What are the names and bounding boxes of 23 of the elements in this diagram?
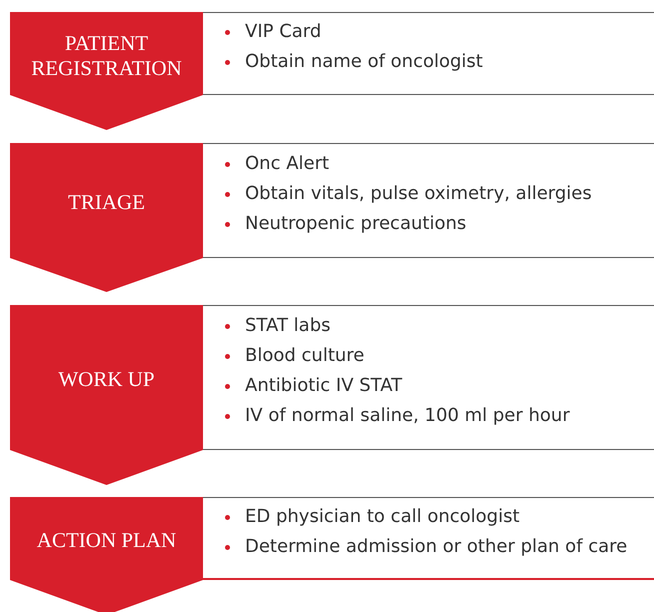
bullet-item: STAT labs bbox=[225, 310, 330, 340]
step-panel bbox=[203, 497, 654, 580]
bullet-item: VIP Card bbox=[225, 16, 322, 46]
bullet-item: Antibiotic IV STAT bbox=[225, 370, 402, 400]
chevron-shape bbox=[10, 305, 203, 485]
bullet-item: Obtain name of oncologist bbox=[225, 46, 483, 76]
bullet-item: ED physician to call oncologist bbox=[225, 502, 520, 532]
bullet-item: IV of normal saline, 100 ml per hour bbox=[225, 400, 570, 430]
bullet-item: Obtain vitals, pulse oximetry, allergies bbox=[225, 178, 592, 208]
step-panel bbox=[203, 12, 654, 95]
bullet-item: Onc Alert bbox=[225, 148, 330, 178]
chevron-shape bbox=[10, 143, 203, 292]
step-panel bbox=[203, 143, 654, 258]
chevron-shape bbox=[10, 12, 203, 130]
step-panel bbox=[203, 305, 654, 450]
step-title: PATIENT REGISTRATION bbox=[30, 30, 183, 80]
step-title: ACTION PLAN bbox=[36, 528, 178, 553]
bullet-item: Determine admission or other plan of care bbox=[225, 532, 628, 562]
bullet-item: Neutropenic precautions bbox=[225, 208, 466, 238]
step-title: WORK UP bbox=[57, 367, 156, 392]
chevron-shape bbox=[10, 497, 203, 612]
bullet-item: Blood culture bbox=[225, 340, 364, 370]
step-title: TRIAGE bbox=[67, 190, 146, 215]
